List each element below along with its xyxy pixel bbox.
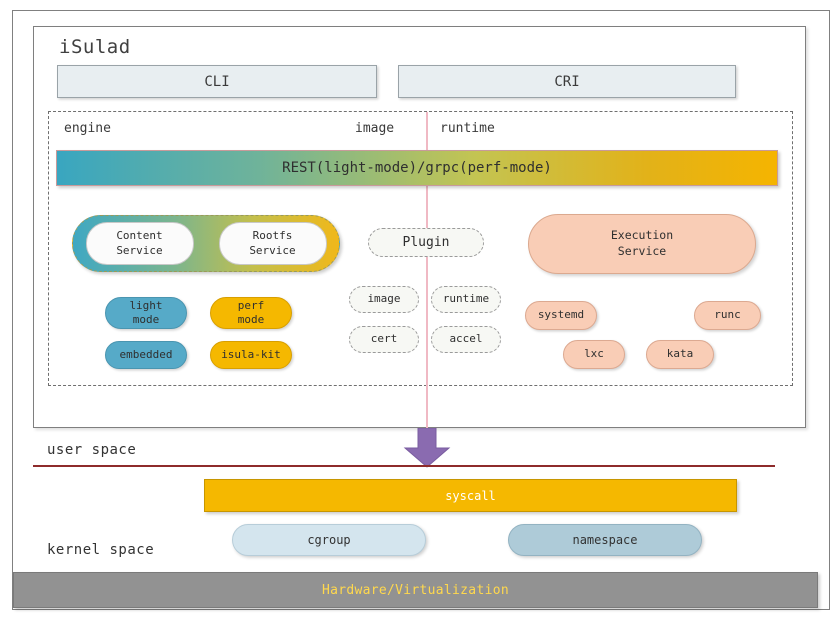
pill-namespace[interactable]: namespace: [508, 524, 702, 556]
perf-mode-line2: mode: [237, 313, 265, 326]
interface-box-cri[interactable]: CRI: [398, 65, 736, 98]
pill-lxc[interactable]: lxc: [563, 340, 625, 369]
column-label-engine: engine: [64, 121, 111, 136]
plugin-label: Plugin: [402, 235, 450, 250]
pill-perf-mode[interactable]: perf mode: [210, 297, 292, 329]
down-arrow-icon: [403, 427, 451, 468]
pill-accel[interactable]: accel: [431, 326, 501, 353]
content-service-box[interactable]: Content Service: [85, 222, 194, 265]
interface-label-cli: CLI: [204, 73, 230, 90]
pink-vertical-divider: [426, 112, 428, 434]
embedded-label: embedded: [119, 347, 173, 361]
pill-image[interactable]: image: [349, 286, 419, 313]
kata-label: kata: [666, 347, 694, 361]
cgroup-label: cgroup: [307, 533, 351, 547]
accel-label: accel: [449, 332, 483, 346]
namespace-label: namespace: [572, 533, 638, 547]
pill-systemd[interactable]: systemd: [525, 301, 597, 330]
service-group-container: Content Service Rootfs Service: [72, 215, 340, 272]
syscall-bar: syscall: [204, 479, 737, 512]
runc-label: runc: [714, 308, 741, 322]
hardware-label: Hardware/Virtualization: [322, 582, 509, 598]
engine-image-runtime-region: [48, 111, 793, 386]
interface-label-cri: CRI: [554, 73, 580, 90]
pill-kata[interactable]: kata: [646, 340, 714, 369]
perf-mode-line1: perf: [237, 298, 265, 312]
content-service-line1: Content: [116, 229, 163, 243]
pill-isula-kit[interactable]: isula-kit: [210, 341, 292, 369]
page-title: iSulad: [59, 36, 131, 58]
runtime-label: runtime: [442, 292, 490, 306]
pill-light-mode[interactable]: light mode: [105, 297, 187, 329]
pill-cgroup[interactable]: cgroup: [232, 524, 426, 556]
rootfs-service-line1: Rootfs: [252, 229, 293, 243]
syscall-label: syscall: [445, 488, 496, 503]
pill-runc[interactable]: runc: [694, 301, 761, 330]
pill-cert[interactable]: cert: [349, 326, 419, 353]
image-label: image: [367, 292, 401, 306]
column-label-image: image: [355, 121, 395, 136]
content-service-line2: Service: [116, 243, 163, 257]
user-space-label: user space: [47, 442, 137, 458]
plugin-pill[interactable]: Plugin: [368, 228, 484, 257]
rootfs-service-box[interactable]: Rootfs Service: [218, 222, 327, 265]
column-label-runtime: runtime: [440, 121, 495, 136]
rootfs-service-line2: Service: [249, 243, 296, 257]
lxc-label: lxc: [584, 347, 604, 361]
cert-label: cert: [370, 332, 398, 346]
execution-service-line2: Service: [617, 244, 667, 258]
light-mode-line1: light: [129, 298, 163, 312]
rest-grpc-label: REST(light-mode)/grpc(perf-mode): [282, 160, 552, 176]
light-mode-line2: mode: [132, 313, 160, 326]
pill-embedded[interactable]: embedded: [105, 341, 187, 369]
execution-service-box[interactable]: Execution Service: [528, 214, 756, 274]
isula-kit-label: isula-kit: [221, 347, 281, 361]
kernel-space-label: kernel space: [47, 542, 155, 558]
execution-service-line1: Execution: [610, 228, 674, 243]
interface-box-cli[interactable]: CLI: [57, 65, 377, 98]
rest-grpc-bar: REST(light-mode)/grpc(perf-mode): [56, 150, 778, 186]
pill-runtime[interactable]: runtime: [431, 286, 501, 313]
hardware-virtualization-bar: Hardware/Virtualization: [13, 572, 818, 608]
user-kernel-boundary-line: [33, 465, 775, 467]
systemd-label: systemd: [537, 308, 585, 322]
